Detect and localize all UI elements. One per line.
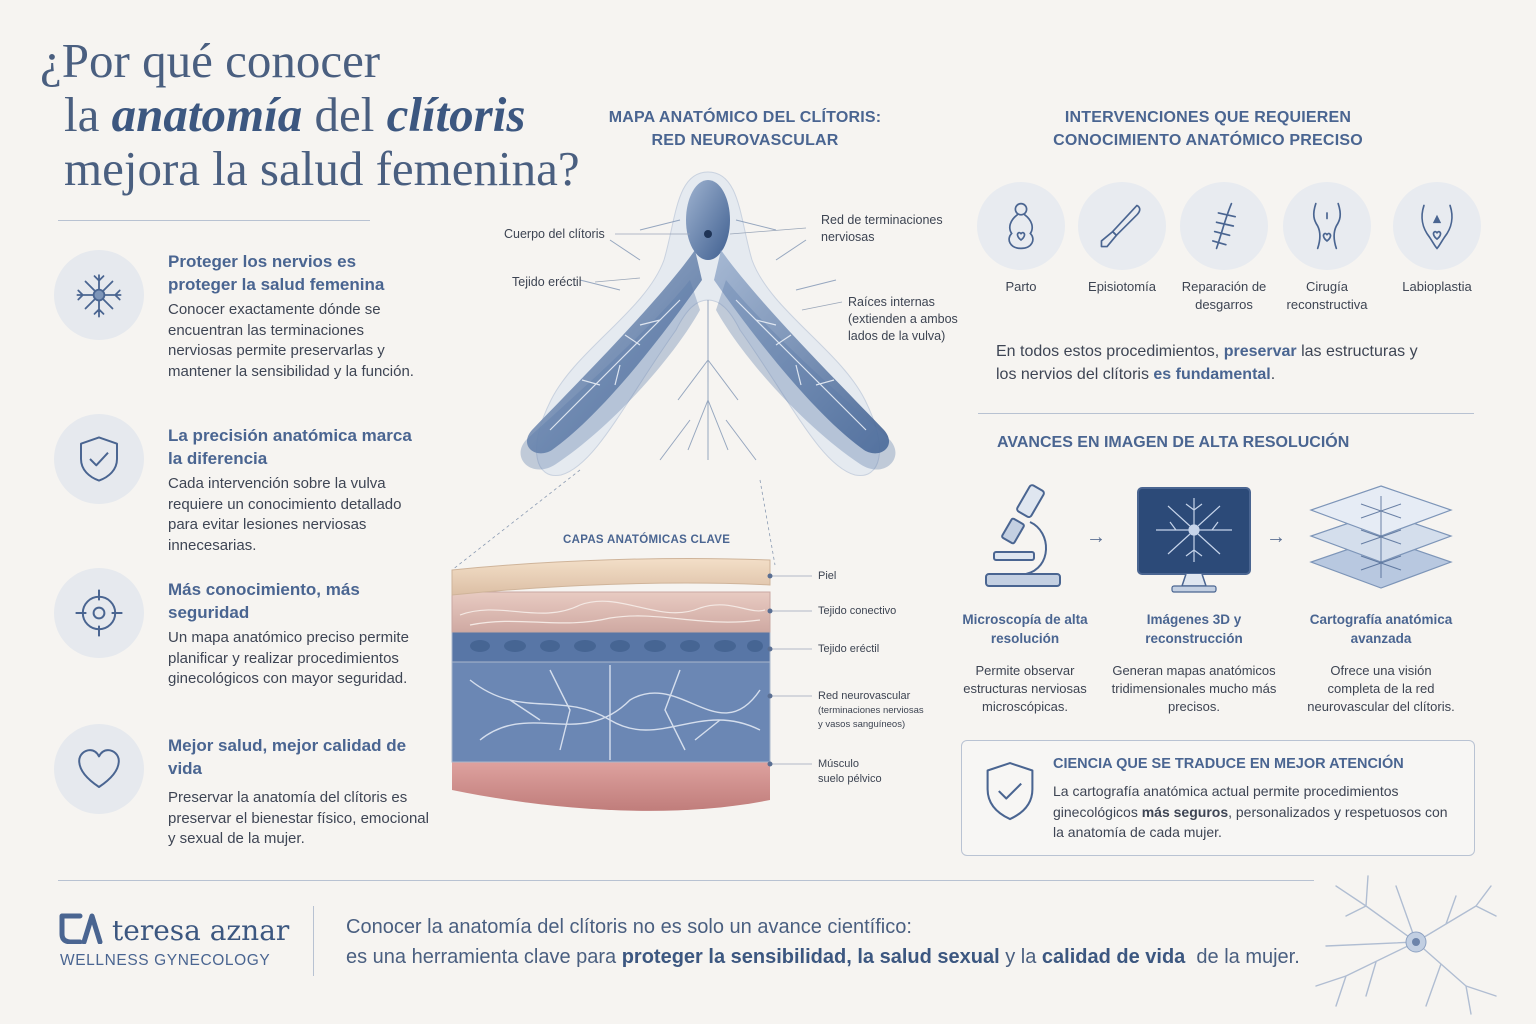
intervention-label: Cirugía reconstructiva	[1286, 279, 1368, 312]
advance-title: Microscopía de alta resolución	[962, 612, 1088, 646]
map-title: MAPA ANATÓMICO DEL CLÍTORIS: RED NEUROVA…	[608, 109, 882, 149]
benefit-title: Proteger los nervios es proteger la salu…	[168, 252, 385, 294]
title-line-2: la anatomía del clítoris	[64, 87, 526, 142]
intervention-episiotomia: Episiotomía	[1078, 182, 1166, 294]
scalpel-icon	[1078, 182, 1166, 270]
shield-check-icon	[54, 414, 144, 504]
benefit-security: Más conocimiento, más seguridad Un mapa …	[54, 568, 434, 708]
benefit-life-quality: Mejor salud, mejor calidad de vida Prese…	[54, 724, 434, 854]
advance-title: Imágenes 3D y reconstrucción	[1145, 612, 1243, 646]
science-box: CIENCIA QUE SE TRADUCE EN MEJOR ATENCIÓN…	[961, 740, 1475, 856]
benefit-precision: La precisión anatómica marca la diferenc…	[54, 414, 434, 554]
intervention-label: Labioplastia	[1402, 279, 1472, 294]
section-divider	[978, 413, 1474, 414]
arrow-icon: →	[1266, 526, 1286, 548]
vulva-icon	[1393, 182, 1481, 270]
intervention-label: Episiotomía	[1088, 279, 1156, 294]
label-erectile-tissue: Tejido eréctil	[512, 275, 582, 289]
pregnancy-icon	[977, 182, 1065, 270]
advance-title: Cartografía anatómica avanzada	[1309, 612, 1453, 646]
benefit-desc: Cada intervención sobre la vulva requier…	[168, 475, 402, 554]
arrow-icon: →	[1086, 526, 1106, 548]
intervention-reparacion: Reparación de desgarros	[1180, 182, 1268, 312]
target-icon	[54, 568, 144, 658]
brand-logo-icon	[59, 913, 103, 944]
intervention-label: Reparación de desgarros	[1181, 279, 1267, 312]
heart-icon	[54, 724, 144, 814]
title-line-1: ¿Por qué conocer	[40, 33, 381, 88]
advances-title: AVANCES EN IMAGEN DE ALTA RESOLUCIÓN	[997, 434, 1350, 451]
layer-label-erectile: Tejido eréctil	[818, 643, 880, 655]
footer-divider	[58, 880, 1314, 881]
benefit-title: La precisión anatómica marca la diferenc…	[168, 426, 412, 468]
layer-label-skin: Piel	[818, 570, 837, 582]
pelvis-icon	[1283, 182, 1371, 270]
science-title: CIENCIA QUE SE TRADUCE EN MEJOR ATENCIÓN	[1053, 756, 1404, 772]
intervention-parto: Parto	[977, 182, 1065, 294]
clitoris-body-shape	[686, 180, 730, 260]
advance-desc: Ofrece una visión completa de la red neu…	[1307, 663, 1455, 714]
advance-cartography: Cartografía anatómica avanzada Ofrece un…	[1296, 610, 1466, 716]
clitoris-anatomy-illustration	[451, 171, 896, 811]
anatomical-layers-illustration	[451, 557, 812, 811]
benefit-desc: Un mapa anatómico preciso permite planif…	[168, 629, 409, 687]
layers-title: CAPAS ANATÓMICAS CLAVE	[563, 534, 731, 546]
advance-3d-imaging: Imágenes 3D y reconstrucción Generan map…	[1110, 610, 1278, 716]
title-divider	[58, 220, 370, 221]
interventions-note: En todos estos procedimientos, preservar…	[996, 343, 1418, 383]
benefit-nerves: Proteger los nervios es proteger la salu…	[54, 250, 434, 410]
title-line-3: mejora la salud femenina?	[64, 141, 580, 196]
monitor-3d-icon	[1137, 487, 1251, 593]
advance-desc: Generan mapas anatómicos tridimensionale…	[1111, 663, 1277, 714]
label-clitoris-body: Cuerpo del clítoris	[504, 227, 605, 241]
suture-icon	[1180, 182, 1268, 270]
brand-subtitle: WELLNESS GYNECOLOGY	[60, 952, 271, 969]
footer-vertical-divider	[313, 906, 314, 976]
shield-check-icon	[986, 762, 1034, 821]
advance-desc: Permite observar estructuras nerviosas m…	[963, 663, 1087, 714]
benefit-title: Más conocimiento, más seguridad	[168, 580, 360, 622]
neuron-decoration-icon	[1315, 875, 1497, 1015]
intervention-labioplastia: Labioplastia	[1393, 182, 1481, 294]
science-desc: La cartografía anatómica actual permite …	[1053, 783, 1448, 840]
layers-map-icon	[1309, 485, 1453, 589]
layer-label-connective: Tejido conectivo	[818, 605, 897, 617]
neuron-icon	[54, 250, 144, 340]
advance-microscopy: Microscopía de alta resolución Permite o…	[955, 610, 1095, 716]
layer-label-neurovascular: Red neurovascular (terminaciones nervios…	[818, 690, 924, 730]
benefit-desc: Preservar la anatomía del clítoris es pr…	[168, 789, 429, 847]
page-title: ¿Por qué conocer la anatomía del clítori…	[40, 34, 580, 196]
interventions-title: INTERVENCIONES QUE REQUIEREN CONOCIMIENT…	[1053, 109, 1363, 149]
benefit-desc: Conocer exactamente dónde se encuentran …	[168, 301, 414, 380]
intervention-label: Parto	[1005, 279, 1037, 294]
footer-message: Conocer la anatomía del clítoris no es s…	[346, 916, 1300, 968]
benefit-title: Mejor salud, mejor calidad de vida	[168, 736, 407, 778]
brand-name: teresa aznar	[112, 914, 290, 947]
intervention-cirugia: Cirugía reconstructiva	[1283, 182, 1371, 312]
microscope-icon	[985, 484, 1061, 587]
